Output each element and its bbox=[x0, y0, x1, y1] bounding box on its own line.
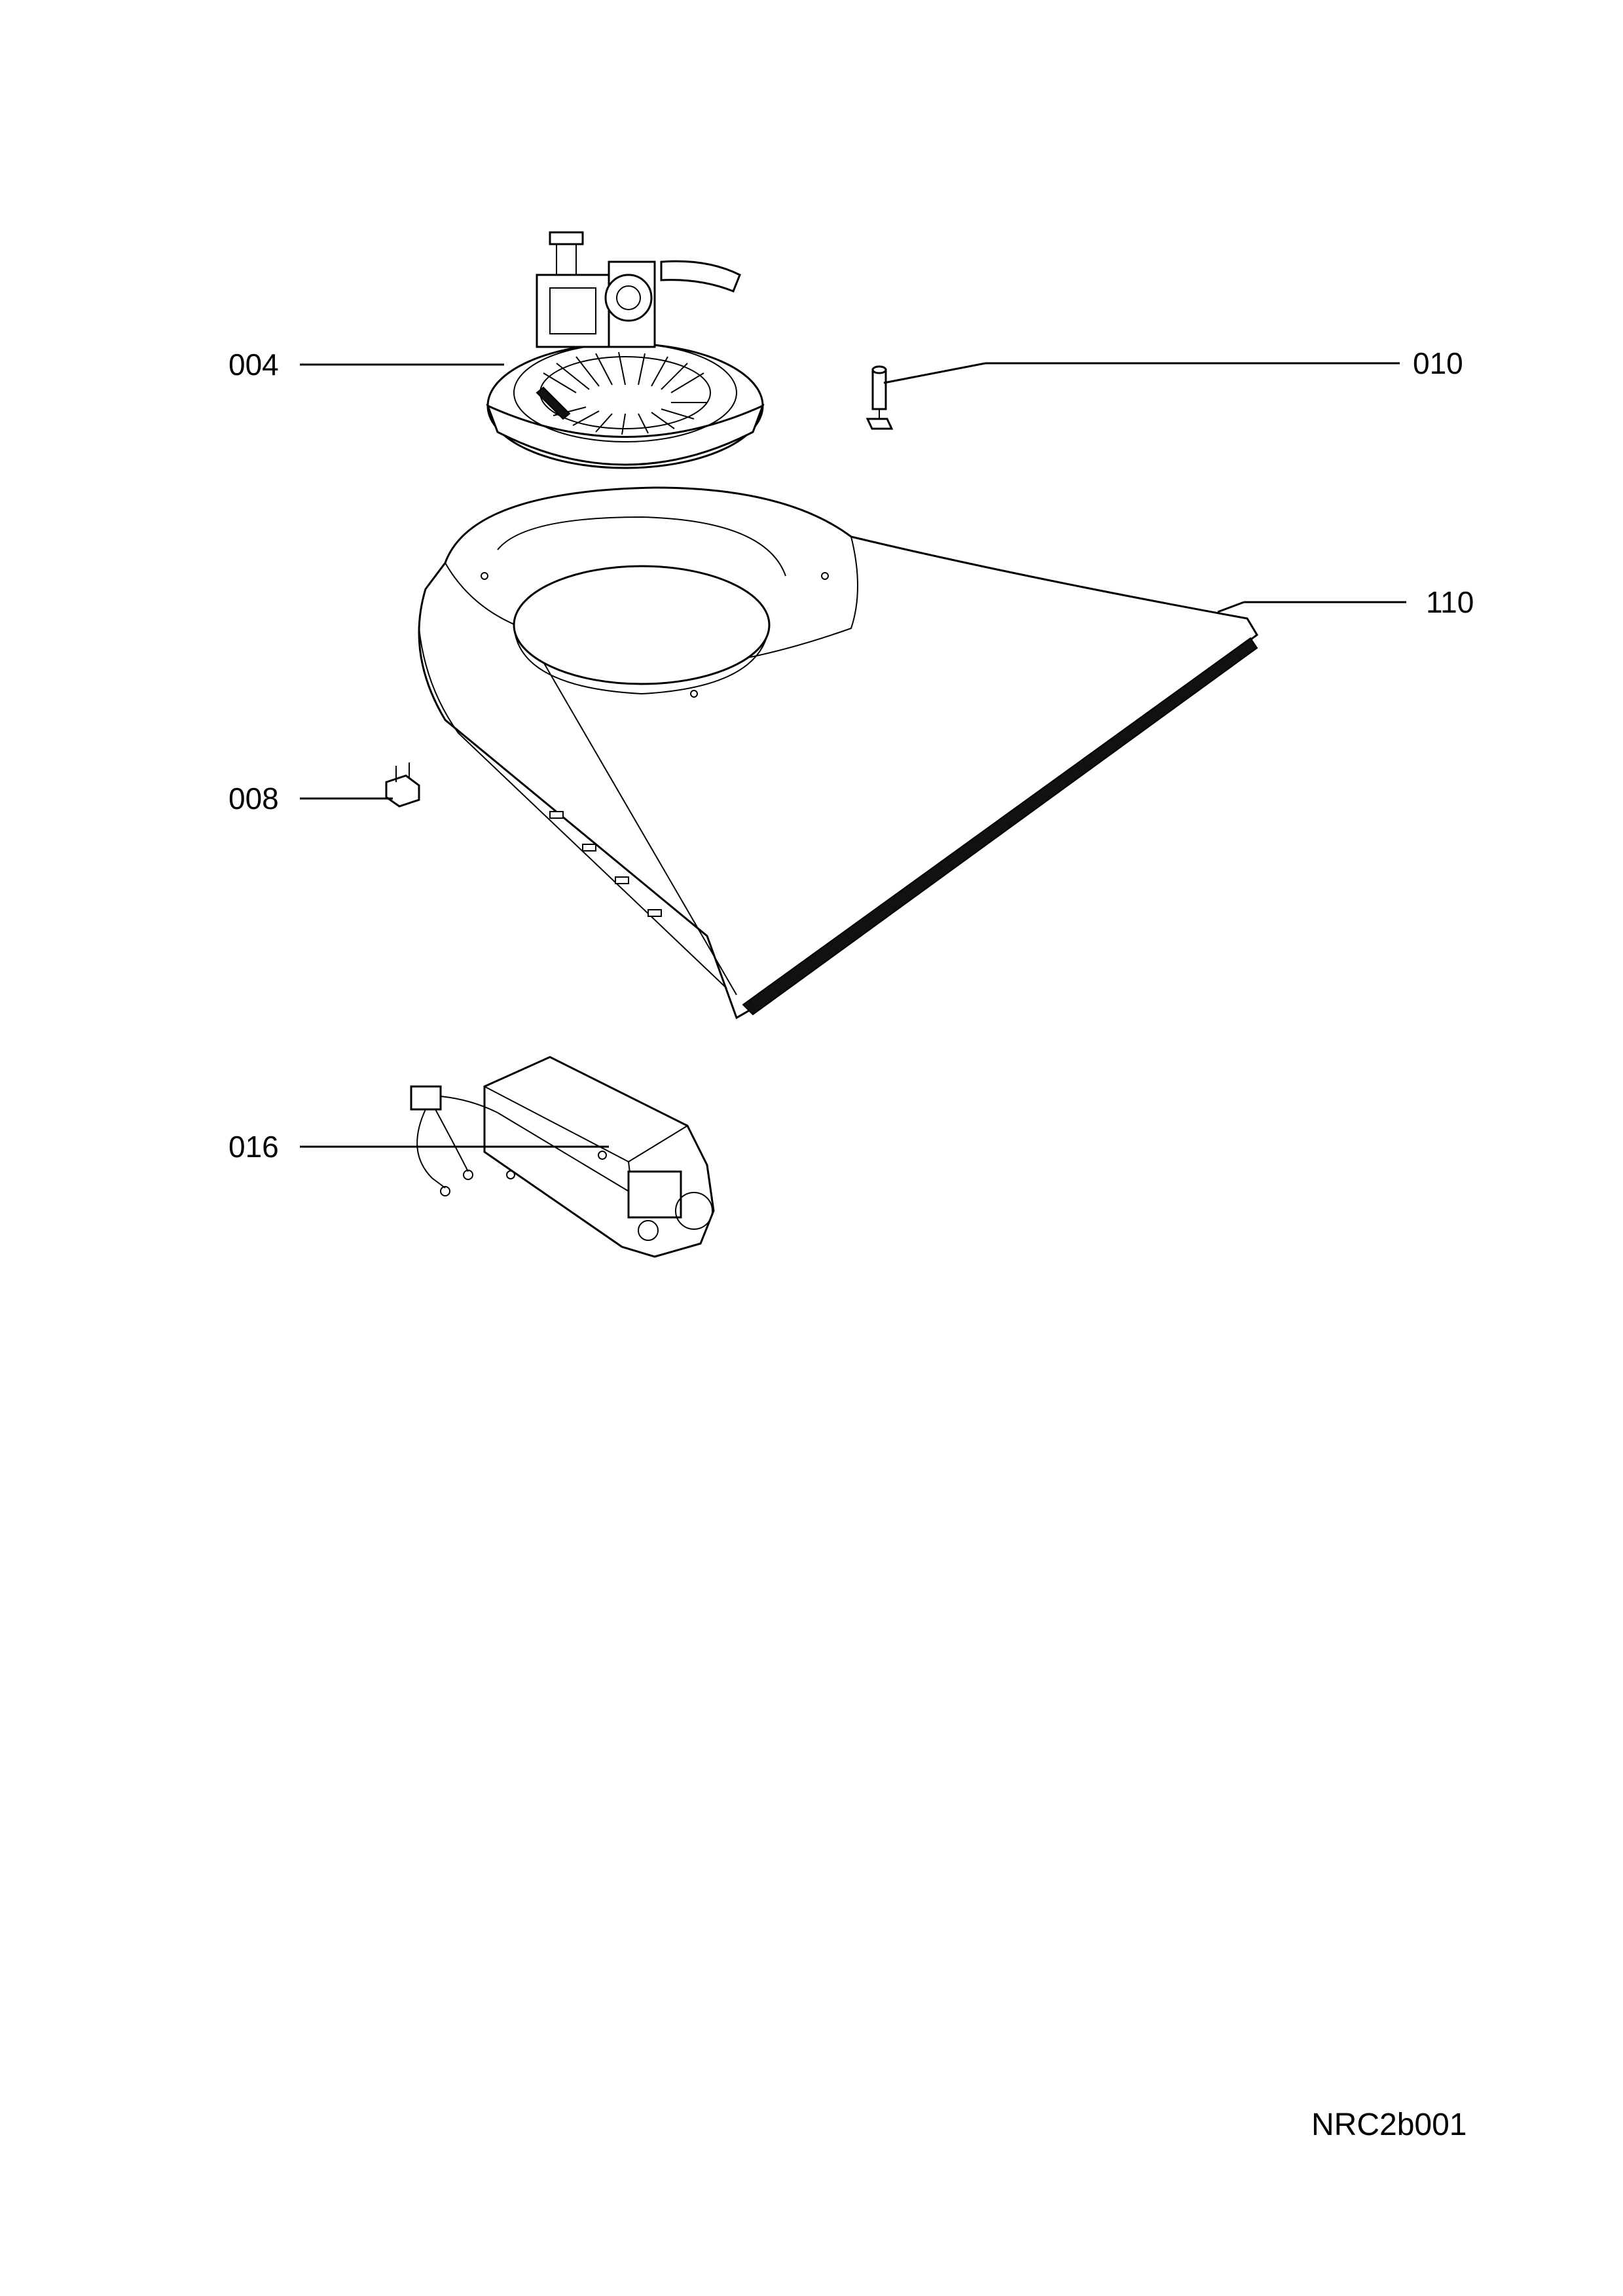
air-duct-drawing bbox=[418, 486, 1258, 1020]
control-module-drawing bbox=[410, 1056, 715, 1258]
bracket-drawing bbox=[385, 762, 420, 808]
part-label-110: 110 bbox=[1426, 585, 1474, 619]
part-label-016: 016 bbox=[228, 1130, 279, 1164]
part-label-008: 008 bbox=[228, 781, 279, 816]
part-label-004: 004 bbox=[228, 348, 279, 382]
document-code: NRC2b001 bbox=[1311, 2108, 1467, 2142]
leader-line-010 bbox=[883, 362, 986, 384]
part-label-010: 010 bbox=[1413, 346, 1463, 380]
leader-line-110 bbox=[1217, 601, 1245, 613]
fan-motor-assembly-drawing bbox=[486, 231, 765, 469]
hinge-pin-drawing bbox=[866, 365, 894, 430]
